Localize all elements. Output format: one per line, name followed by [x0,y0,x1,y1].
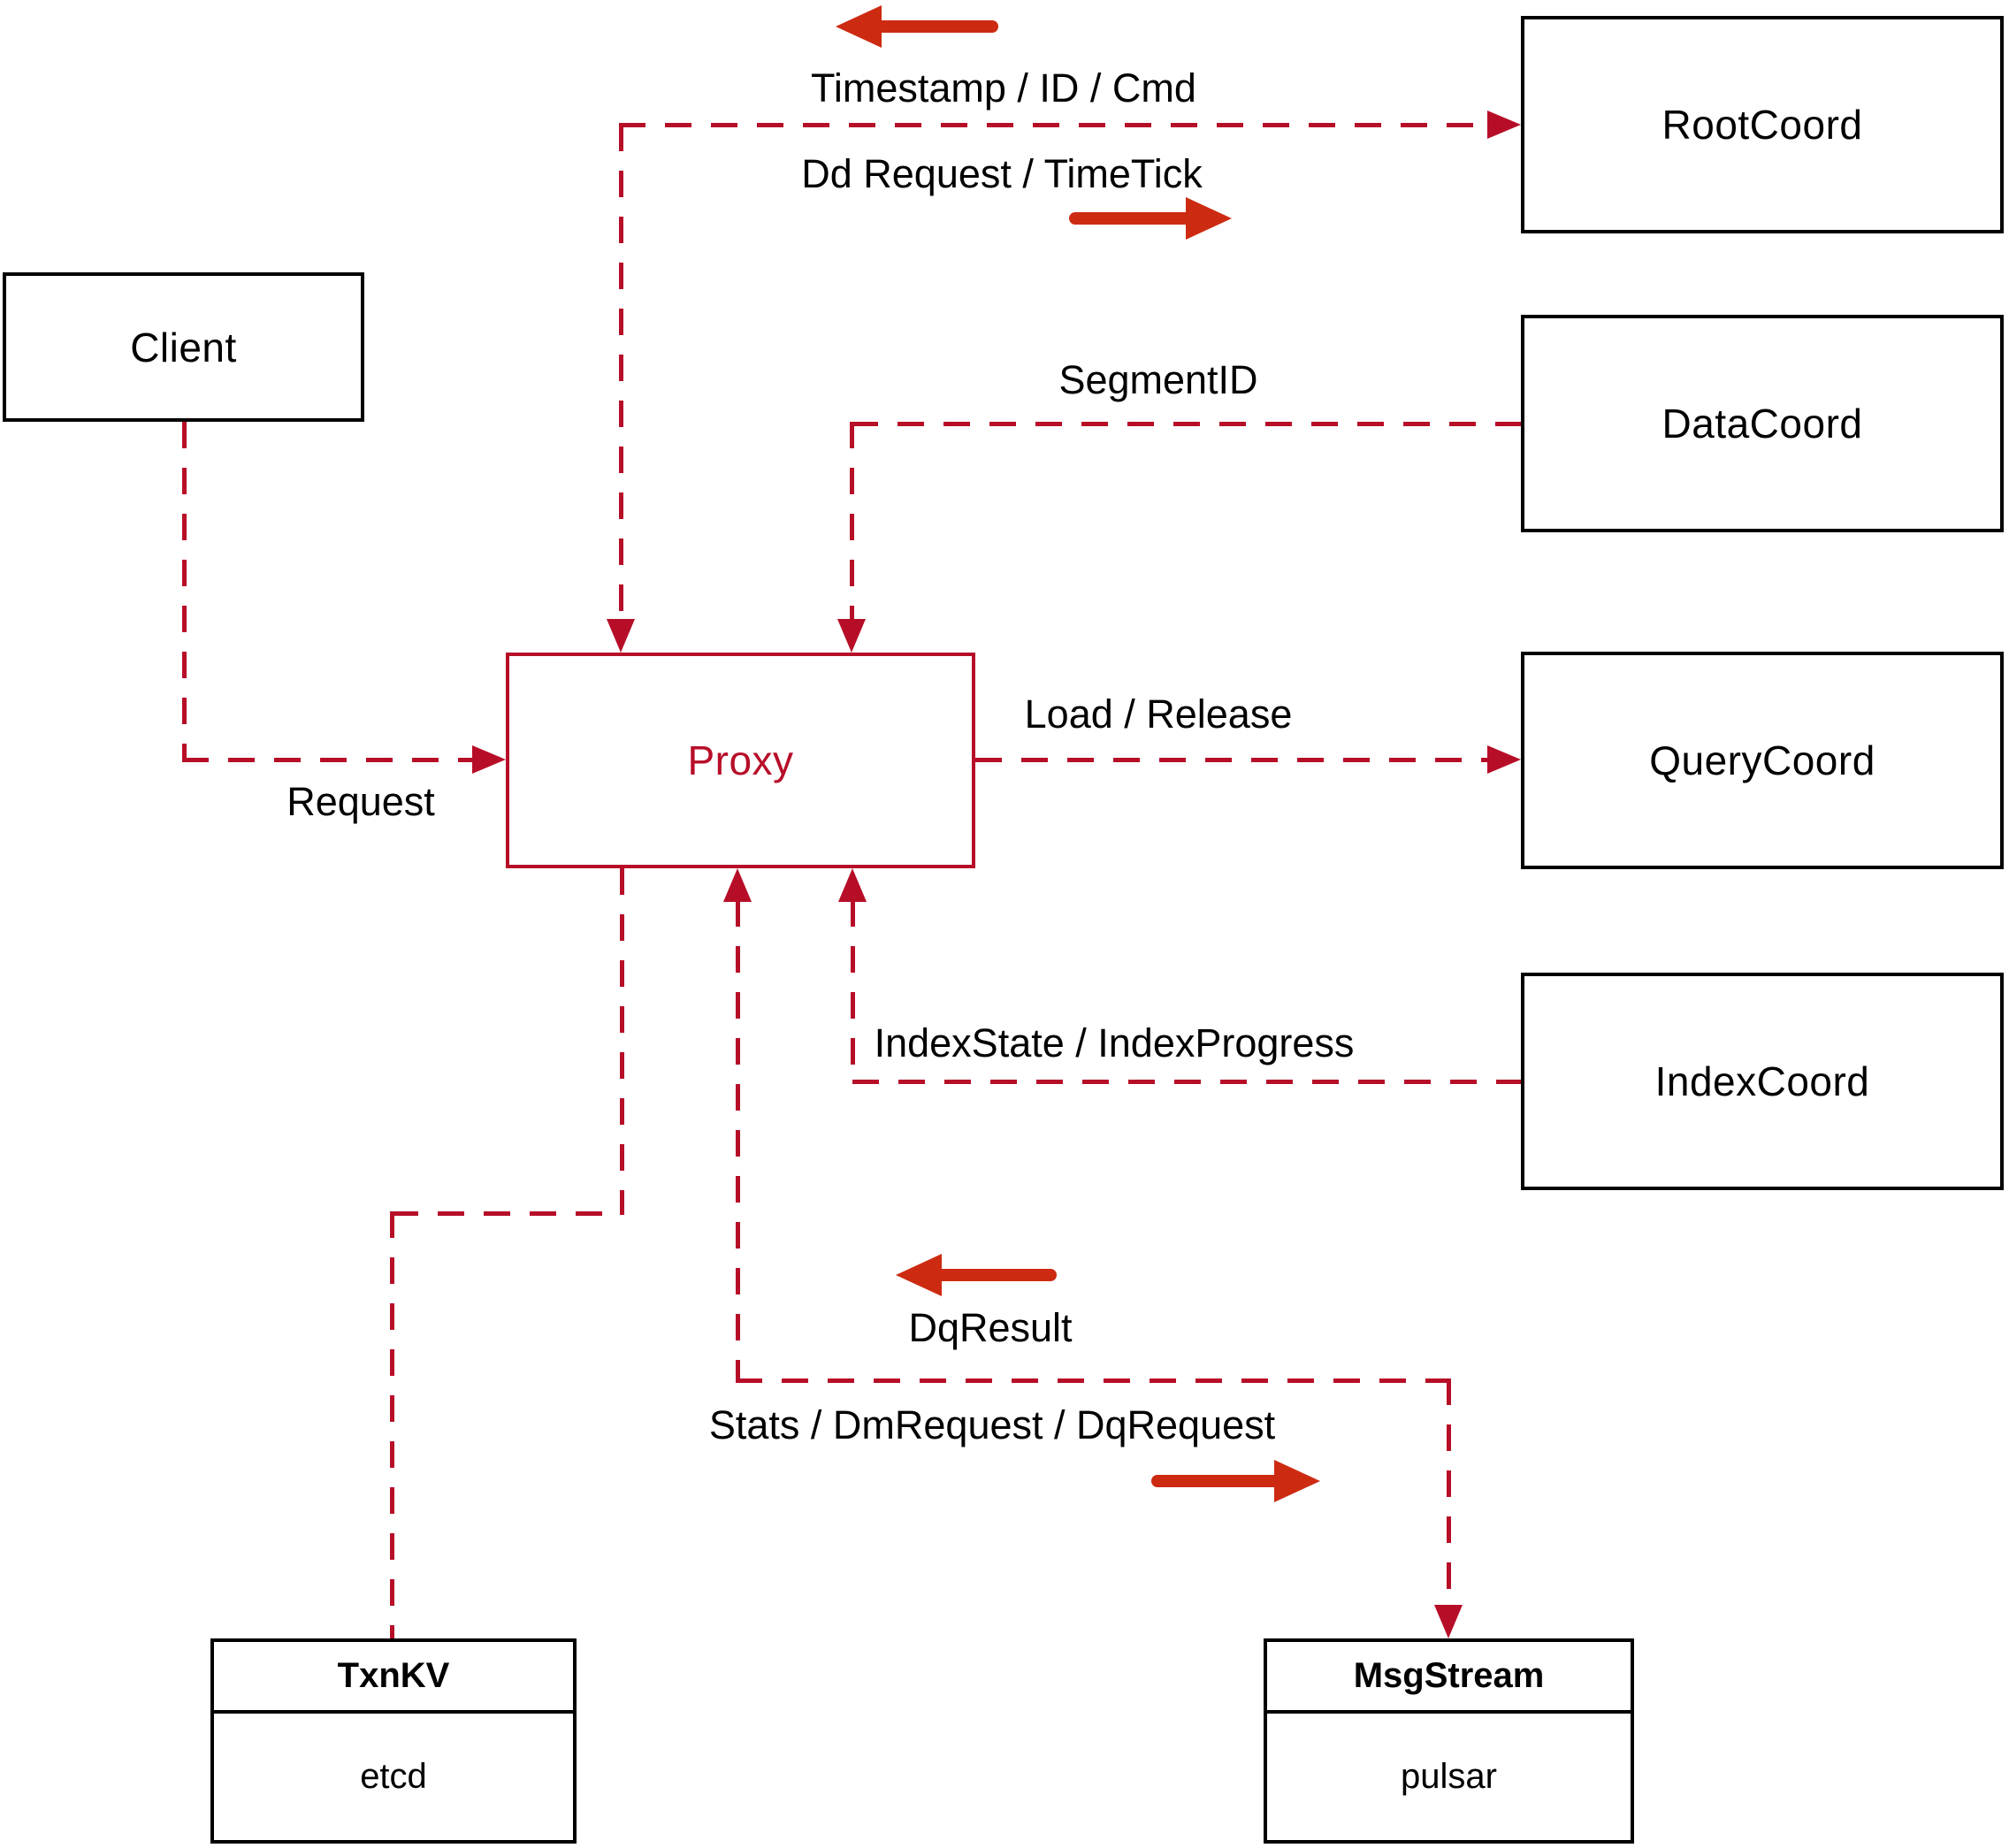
direction-arrow-left-dqresult [896,1254,1058,1296]
node-datacoord-label: DataCoord [1661,401,1863,447]
node-msgstream: MsgStream pulsar [1264,1638,1634,1844]
edge-proxy-rootcoord-arrow-into-proxy [607,619,635,653]
edge-msgstream-proxy-arrow-into-proxy [723,868,752,902]
edge-label-index-state-progress: IndexState / IndexProgress [874,1020,1355,1065]
edge-msgstream-proxy-vertical-upper [736,900,740,1380]
direction-arrow-left-timestamp [836,5,1000,48]
node-indexcoord-label: IndexCoord [1654,1058,1870,1104]
arrow-left-icon [896,1254,942,1296]
edge-datacoord-proxy-arrow-into-proxy [837,619,866,653]
edge-proxy-txnkv-horizontal [392,1211,622,1216]
node-proxy: Proxy [506,653,975,868]
node-msgstream-title: MsgStream [1267,1642,1631,1714]
edge-msgstream-proxy-vertical-lower [1447,1378,1451,1607]
node-txnkv: TxnKV etcd [210,1638,577,1844]
edge-label-timestamp-id-cmd: Timestamp / ID / Cmd [811,65,1196,111]
direction-arrow-right-ddrequest [1067,197,1232,240]
node-datacoord: DataCoord [1521,315,2004,532]
edge-datacoord-proxy-horizontal [852,422,1521,426]
edge-proxy-rootcoord-arrow-into-rootcoord [1487,111,1521,139]
arrow-right-icon [1186,197,1232,240]
node-indexcoord: IndexCoord [1521,973,2004,1190]
edge-proxy-msgstream-arrow-into-msgstream [1434,1605,1463,1638]
edge-client-proxy-arrow-into-proxy [472,745,506,774]
edge-msgstream-proxy-horizontal [736,1378,1448,1383]
node-rootcoord: RootCoord [1521,16,2004,233]
edge-proxy-rootcoord-horizontal [619,123,1487,127]
edge-label-load-release: Load / Release [1024,691,1293,737]
arrow-left-icon [836,5,882,48]
node-client: Client [3,272,364,422]
node-txnkv-impl: etcd [360,1757,427,1796]
edge-indexcoord-proxy-horizontal [852,1080,1521,1084]
edge-label-segment-id: SegmentID [1058,357,1258,402]
node-querycoord-label: QueryCoord [1649,737,1875,783]
node-rootcoord-label: RootCoord [1661,102,1863,148]
edge-proxy-txnkv-vertical-lower [390,1211,394,1638]
node-txnkv-title: TxnKV [214,1642,573,1714]
edge-indexcoord-proxy-arrow-into-proxy [838,868,867,902]
arrow-right-icon [1274,1460,1320,1502]
edge-client-proxy-vertical [182,422,187,760]
edge-proxy-querycoord-horizontal [975,758,1487,762]
edge-client-proxy-horizontal [182,758,472,762]
edge-indexcoord-proxy-vertical [851,900,855,1081]
edge-datacoord-proxy-vertical [850,422,854,621]
node-querycoord: QueryCoord [1521,652,2004,869]
edge-label-stats-dm-dq-request: Stats / DmRequest / DqRequest [708,1402,1276,1447]
edge-label-request: Request [286,779,435,824]
direction-arrow-right-stats [1150,1460,1320,1502]
edge-proxy-rootcoord-vertical [619,125,623,621]
node-client-label: Client [130,324,237,370]
node-msgstream-impl: pulsar [1401,1757,1497,1796]
edge-proxy-txnkv-vertical-upper [620,868,624,1215]
edge-proxy-querycoord-arrow-into-querycoord [1487,745,1521,774]
node-proxy-label: Proxy [687,737,794,783]
edge-label-dq-result: DqResult [908,1305,1073,1350]
edge-label-dd-request-timetick: Dd Request / TimeTick [801,151,1203,196]
